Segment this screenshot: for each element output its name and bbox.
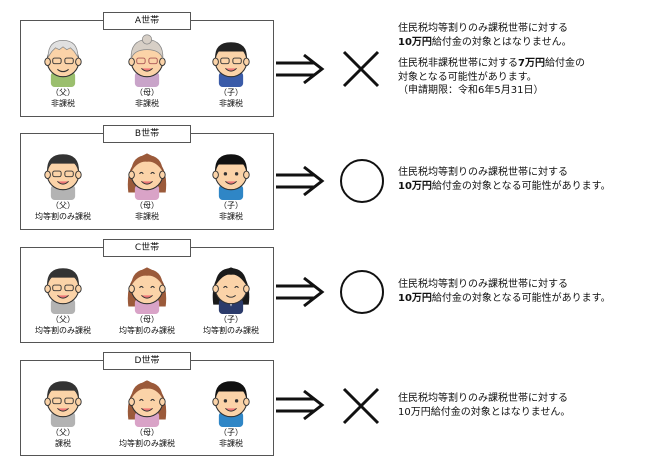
member-mother: （母） 均等割のみ課税 (107, 371, 187, 449)
mother-icon (127, 380, 167, 427)
household-b: B世帯 （父） 均等割のみ課税 （母） 非課税 (20, 125, 274, 230)
member-mother: （母） 均等割のみ課税 (107, 258, 187, 336)
boy-icon (203, 154, 259, 200)
member-tax-status: 非課税 (219, 99, 243, 108)
woman-icon (203, 267, 259, 314)
member-father: （父） 均等割のみ課税 (23, 144, 103, 222)
desc-text: 住民税非課税世帯に対する (398, 58, 518, 69)
grandmother-icon (119, 34, 175, 87)
mother-icon (127, 267, 167, 314)
member-tax-status: 均等割のみ課税 (119, 439, 175, 448)
household-d: D世帯 （父） 課税 （母） 均等割のみ課税 (20, 352, 274, 456)
amount-text: 10万円 (398, 292, 432, 304)
desc-line: 住民税均等割りのみ課税世帯に対する (398, 393, 568, 404)
member-tax-status: 非課税 (219, 439, 243, 448)
father-icon (35, 154, 91, 200)
member-tax-status: 非課税 (51, 99, 75, 108)
double-arrow-right-icon (276, 53, 325, 85)
member-role: （母） (135, 88, 159, 97)
man-icon (203, 42, 259, 87)
desc-line: 住民税均等割りのみ課税世帯に対する (398, 279, 568, 290)
desc-line: 10万円給付金の対象となる可能性があります。 (398, 180, 648, 194)
double-arrow-right-icon (276, 389, 325, 421)
member-child: （子） 非課税 (191, 31, 271, 109)
household-label: C世帯 (103, 239, 191, 257)
member-role: （母） (135, 428, 159, 437)
desc-line: 住民税均等割りのみ課税世帯に対する (398, 167, 568, 178)
member-tax-status: 均等割のみ課税 (119, 326, 175, 335)
household-label: D世帯 (103, 352, 191, 370)
household-a: A世帯 （父） 非課税 （母） 非課税 (20, 12, 274, 117)
cross-icon (342, 50, 380, 88)
household-c: C世帯 （父） 均等割のみ課税 （母） 均等割のみ課税 (20, 239, 274, 343)
cross-icon (342, 387, 380, 425)
member-tax-status: 均等割のみ課税 (35, 326, 91, 335)
member-role: （子） (219, 428, 243, 437)
member-tax-status: 非課税 (135, 99, 159, 108)
desc-line: 10万円給付金の対象となる可能性があります。 (398, 292, 648, 306)
mother-icon (127, 153, 167, 200)
member-father: （父） 均等割のみ課税 (23, 258, 103, 336)
grandfather-icon (35, 39, 91, 87)
member-role: （父） (51, 88, 75, 97)
member-child: （子） 均等割のみ課税 (191, 258, 271, 336)
circle-icon (340, 270, 384, 314)
desc-line: 10万円給付金の対象とはなりません。 (398, 406, 571, 418)
desc-line: 住民税非課税世帯に対する7万円給付金の (398, 57, 648, 71)
circle-icon (340, 159, 384, 203)
member-father: （父） 非課税 (23, 31, 103, 109)
member-role: （子） (219, 315, 243, 324)
member-father: （父） 課税 (23, 371, 103, 449)
desc-text: 給付金の対象となる可能性があります。 (431, 180, 611, 192)
household-c-description: 住民税均等割りのみ課税世帯に対する 10万円給付金の対象となる可能性があります。 (398, 278, 648, 305)
father-icon (35, 268, 91, 314)
member-tax-status: 非課税 (219, 212, 243, 221)
household-d-description: 住民税均等割りのみ課税世帯に対する 10万円給付金の対象とはなりません。 (398, 392, 648, 419)
father-icon (35, 381, 91, 427)
member-role: （子） (219, 201, 243, 210)
member-tax-status: 非課税 (135, 212, 159, 221)
amount-text: 10万円 (398, 180, 432, 192)
desc-line: 対象となる可能性があります。 (398, 71, 537, 83)
double-arrow-right-icon (276, 165, 325, 197)
desc-text: 給付金の対象となる可能性があります。 (431, 292, 611, 304)
amount-text: 7万円 (518, 58, 545, 69)
member-role: （子） (219, 88, 243, 97)
household-a-description: 住民税均等割りのみ課税世帯に対する 10万円給付金の対象とはなりません。 住民税… (398, 22, 648, 98)
amount-text: 10万円 (398, 36, 432, 48)
member-tax-status: 均等割のみ課税 (35, 212, 91, 221)
member-tax-status: 課税 (55, 439, 71, 448)
household-b-description: 住民税均等割りのみ課税世帯に対する 10万円給付金の対象となる可能性があります。 (398, 166, 648, 193)
household-label: B世帯 (103, 125, 191, 143)
member-mother: （母） 非課税 (107, 31, 187, 109)
member-tax-status: 均等割のみ課税 (203, 326, 259, 335)
household-label: A世帯 (103, 12, 191, 30)
member-role: （父） (51, 428, 75, 437)
member-role: （父） (51, 315, 75, 324)
application-deadline: （申請期限：令和6年5月31日） (398, 85, 544, 96)
member-child: （子） 非課税 (191, 144, 271, 222)
desc-text: 給付金の (544, 58, 585, 69)
member-child: （子） 非課税 (191, 371, 271, 449)
double-arrow-right-icon (276, 276, 325, 308)
member-mother: （母） 非課税 (107, 144, 187, 222)
member-role: （母） (135, 201, 159, 210)
desc-line: 10万円給付金の対象とはなりません。 (398, 36, 648, 50)
desc-text: 給付金の対象とはなりません。 (431, 36, 572, 48)
boy-icon (203, 381, 259, 427)
desc-line: 住民税均等割りのみ課税世帯に対する (398, 23, 568, 34)
member-role: （父） (51, 201, 75, 210)
member-role: （母） (135, 315, 159, 324)
